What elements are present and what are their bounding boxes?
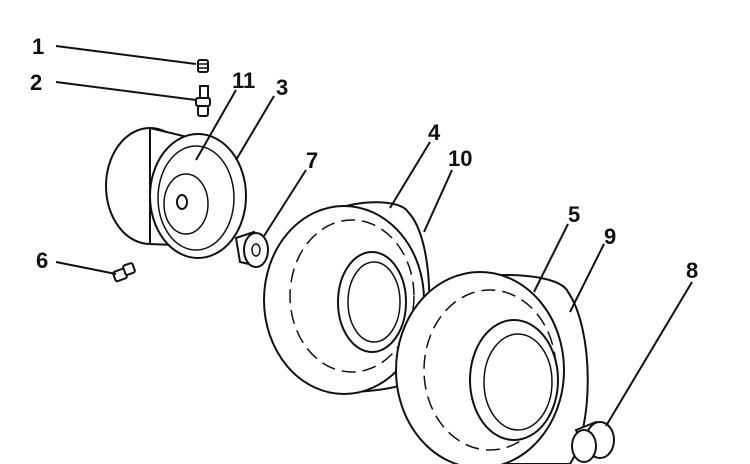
callout-9: 9	[604, 224, 616, 249]
callout-3: 3	[276, 75, 288, 100]
leader-5	[533, 223, 569, 293]
leader-3	[235, 95, 275, 161]
bushing-part	[234, 230, 269, 268]
leader-1	[55, 45, 197, 65]
callout-7: 7	[306, 148, 318, 173]
valve-stem-part	[195, 85, 211, 117]
leader-7	[263, 169, 307, 237]
callout-5: 5	[568, 202, 580, 227]
valve-cap-part	[197, 59, 209, 73]
rear-tire-part	[395, 271, 589, 464]
leader-lines	[55, 45, 693, 427]
leader-8	[605, 281, 693, 427]
callout-labels: 1 2 3 4 5 6 7 8 9 10 11	[30, 34, 698, 283]
callout-1: 1	[32, 34, 44, 59]
leader-6	[55, 261, 117, 275]
leader-10	[423, 169, 453, 233]
callout-4: 4	[428, 120, 441, 145]
callout-6: 6	[36, 248, 48, 273]
callout-10: 10	[448, 146, 472, 171]
leader-4	[389, 141, 431, 209]
leader-9	[569, 243, 605, 313]
leader-2	[55, 81, 197, 101]
callout-2: 2	[30, 70, 42, 95]
callout-8: 8	[686, 258, 698, 283]
grease-fitting-part	[112, 262, 136, 283]
hub-cap-part	[571, 420, 615, 463]
leader-11	[195, 89, 237, 161]
wheel-rim-part	[105, 126, 247, 259]
callout-11: 11	[232, 68, 255, 93]
